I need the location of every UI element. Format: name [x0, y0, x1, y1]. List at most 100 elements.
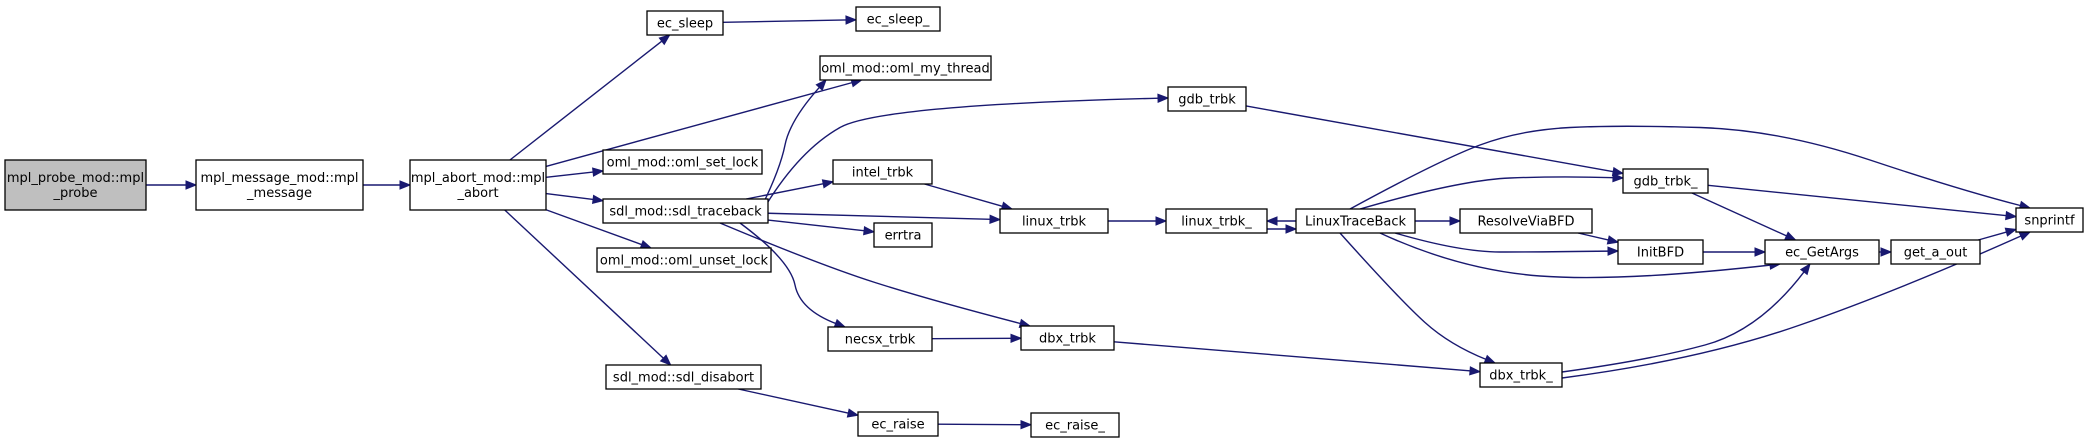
node-label: intel_trbk — [852, 166, 914, 181]
node-box[interactable] — [646, 10, 724, 36]
edge-LinuxTraceBack-to-ec_GetArgs — [1379, 232, 1782, 279]
node-box[interactable] — [602, 149, 763, 175]
node-box[interactable] — [857, 411, 939, 437]
node-ec-sleep[interactable]: ec_sleep — [646, 10, 724, 36]
node-box[interactable] — [1459, 208, 1593, 234]
node-box[interactable] — [409, 159, 547, 211]
node-box[interactable] — [195, 159, 364, 211]
call-edges — [146, 15, 2032, 430]
node-label: mpl_probe_mod::mpl — [7, 171, 144, 186]
arrowhead-icon — [1799, 262, 1811, 276]
arrowhead-icon — [658, 34, 671, 46]
node-InitBFD[interactable]: InitBFD — [1617, 239, 1704, 265]
arrowhead-icon — [1285, 224, 1298, 234]
node-gdb-trbk-[interactable]: gdb_trbk_ — [1622, 168, 1709, 194]
node-box[interactable] — [1764, 239, 1880, 265]
node-label: ec_raise_ — [1045, 419, 1105, 434]
node-box[interactable] — [1890, 239, 1981, 265]
edge-gdb_trbk-to-gdb_trbk_ — [1245, 105, 1625, 177]
node-message[interactable]: mpl_message_mod::mpl_message — [195, 159, 364, 211]
edge-line — [545, 81, 854, 168]
node-label: sdl_mod::sdl_disabort — [613, 371, 754, 386]
node-box[interactable] — [596, 247, 772, 273]
edge-sdl_disabort-to-ec_raise — [738, 388, 860, 418]
edge-abort-to-sdl_disabort — [504, 209, 672, 366]
edge-linux_trbk_-to-LinuxTraceBack — [1267, 224, 1298, 234]
node-ec-raise-[interactable]: ec_raise_ — [1030, 412, 1120, 438]
node-box[interactable] — [1479, 362, 1563, 388]
node-oml-set-lock[interactable]: oml_mod::oml_set_lock — [602, 149, 763, 175]
edge-ec_sleep-to-ec_sleep_ — [722, 15, 858, 25]
node-box[interactable] — [2015, 207, 2084, 233]
node-box[interactable] — [819, 55, 992, 81]
node-label: gdb_trbk — [1178, 93, 1236, 108]
node-LinuxTraceBack[interactable]: LinuxTraceBack — [1295, 208, 1416, 234]
arrowhead-icon — [863, 225, 876, 236]
node-box[interactable] — [1295, 208, 1416, 234]
node-box[interactable] — [1165, 208, 1268, 234]
arrowhead-icon — [1449, 216, 1462, 226]
node-sdl-disabort[interactable]: sdl_mod::sdl_disabort — [605, 364, 762, 390]
node-box[interactable] — [4, 159, 147, 211]
node-label: ec_sleep — [657, 17, 713, 32]
edge-line — [545, 209, 643, 246]
arrowhead-icon — [845, 15, 858, 25]
node-label: _message — [246, 186, 312, 201]
node-linux-trbk[interactable]: linux_trbk — [999, 208, 1109, 234]
edge-abort-to-sdl_traceback — [545, 192, 605, 205]
node-ec-raise[interactable]: ec_raise — [857, 411, 939, 437]
node-label: get_a_out — [1904, 246, 1968, 261]
arrowhead-icon — [1157, 93, 1170, 103]
node-box[interactable] — [1622, 168, 1709, 194]
node-sdl-traceback[interactable]: sdl_mod::sdl_traceback — [602, 198, 769, 224]
node-dbx-trbk-[interactable]: dbx_trbk_ — [1479, 362, 1563, 388]
edge-sdl_traceback-to-intel_trbk — [745, 179, 835, 200]
node-get-a-out[interactable]: get_a_out — [1890, 239, 1981, 265]
node-intel-trbk[interactable]: intel_trbk — [832, 159, 933, 185]
node-oml-unset-lock[interactable]: oml_mod::oml_unset_lock — [596, 247, 772, 273]
edge-sdl_traceback-to-linux_trbk — [767, 212, 1002, 224]
node-dbx-trbk[interactable]: dbx_trbk — [1020, 325, 1115, 351]
node-ec-GetArgs[interactable]: ec_GetArgs — [1764, 239, 1880, 265]
node-label: _abort — [456, 186, 498, 201]
node-necsx-trbk[interactable]: necsx_trbk — [827, 326, 933, 352]
node-box[interactable] — [605, 364, 762, 390]
edge-LinuxTraceBack-to-snprintf — [1349, 125, 2032, 210]
node-oml-my-thread[interactable]: oml_mod::oml_my_thread — [819, 55, 992, 81]
node-box[interactable] — [1617, 239, 1704, 265]
edge-abort-to-oml_my_thread — [545, 78, 863, 168]
node-box[interactable] — [855, 6, 941, 32]
node-box[interactable] — [1020, 325, 1115, 351]
node-errtra[interactable]: errtra — [873, 222, 933, 248]
node-box[interactable] — [1167, 86, 1247, 112]
edge-sdl_traceback-to-oml_my_thread — [759, 78, 827, 211]
edge-line — [1691, 192, 1788, 237]
edge-line — [738, 388, 850, 414]
node-abort[interactable]: mpl_abort_mod::mpl_abort — [409, 159, 547, 211]
edge-sdl_traceback-to-errtra — [767, 219, 876, 236]
node-snprintf[interactable]: snprintf — [2015, 207, 2084, 233]
node-linux-trbk-[interactable]: linux_trbk_ — [1165, 208, 1268, 234]
edge-InitBFD-to-ec_GetArgs — [1703, 247, 1767, 257]
edge-necsx_trbk-to-dbx_trbk — [931, 333, 1023, 344]
node-box[interactable] — [1030, 412, 1120, 438]
arrowhead-icon — [1880, 247, 1893, 257]
arrowhead-icon — [815, 78, 827, 91]
edge-dbx_trbk-to-dbx_trbk_ — [1113, 341, 1482, 376]
edge-line — [1577, 232, 1610, 241]
edge-line — [545, 192, 595, 201]
node-box[interactable] — [827, 326, 933, 352]
node-ResolveViaBFD[interactable]: ResolveViaBFD — [1459, 208, 1593, 234]
node-label: oml_mod::oml_set_lock — [607, 156, 759, 171]
node-box[interactable] — [999, 208, 1109, 234]
edge-gdb_trbk_-to-snprintf — [1707, 184, 2018, 221]
edge-LinuxTraceBack-to-ResolveViaBFD — [1415, 216, 1462, 226]
arrowhead-icon — [821, 179, 835, 189]
node-box[interactable] — [832, 159, 933, 185]
node-box[interactable] — [602, 198, 769, 224]
node-ec-sleep-[interactable]: ec_sleep_ — [855, 6, 941, 32]
node-box[interactable] — [873, 222, 933, 248]
node-gdb-trbk[interactable]: gdb_trbk — [1167, 86, 1247, 112]
node-probe[interactable]: mpl_probe_mod::mpl_probe — [4, 159, 147, 211]
edge-LinuxTraceBack-to-InitBFD — [1394, 232, 1620, 256]
